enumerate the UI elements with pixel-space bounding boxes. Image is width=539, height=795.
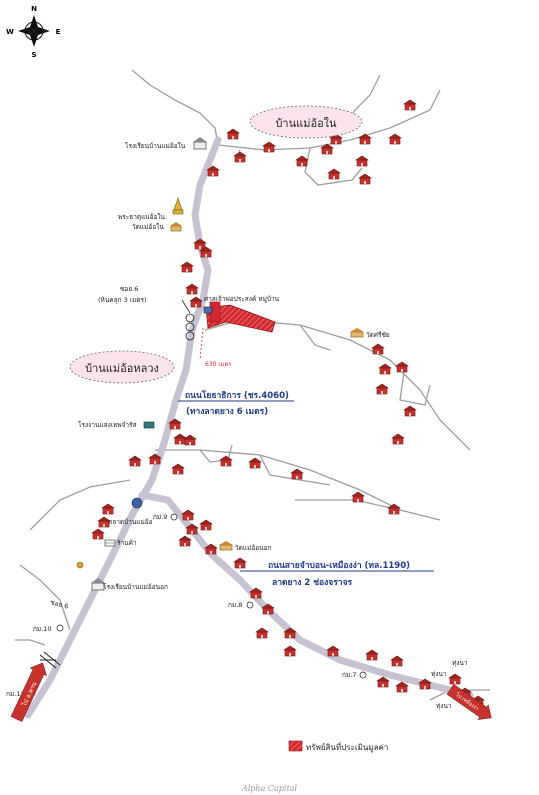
label-market: ตลาดบ้านแม่อ้อ <box>108 518 153 526</box>
house-icon <box>219 455 233 467</box>
subject-property <box>205 301 276 333</box>
house-icon <box>180 261 194 273</box>
factory-icon <box>143 421 155 429</box>
label-factory: โรงงานแสงเทพจำรัส <box>78 421 136 429</box>
road2-surface: ลาดยาง 2 ช่องจราจร <box>272 577 353 588</box>
house-icon <box>183 434 197 446</box>
road2-name: ถนนสายจำบอน-เหมืองง่า (ทล.1190) <box>268 560 410 571</box>
label-shrine: ศาลเจ้าพ่อประสงค์ หมู่บ้าน <box>204 295 280 303</box>
railway-cross-icon <box>39 651 61 669</box>
house-icon <box>171 463 185 475</box>
label-km10: กม.10 <box>33 625 52 633</box>
house-icon <box>178 535 192 547</box>
road1-surface: (ทางลาดยาง 6 เมตร) <box>186 407 268 417</box>
soi-markers <box>181 299 195 341</box>
house-icon <box>355 155 369 167</box>
house-icon <box>295 155 309 167</box>
road1-name: ถนนโยธาธิการ (ชร.4060) <box>185 390 289 401</box>
house-icon <box>371 343 385 355</box>
house-icon <box>101 503 115 515</box>
house-icon <box>351 491 365 503</box>
label-school-mae-or-nok: โรงเรียนบ้านแม่อ้อนอก <box>103 583 168 591</box>
house-icon <box>403 405 417 417</box>
village-mae-or-nai: บ้านแม่อ้อใน <box>275 117 337 130</box>
house-icon <box>388 133 402 145</box>
label-hungna-3: ทุ่งนา <box>436 702 452 710</box>
house-icon <box>391 433 405 445</box>
label-km7: กม.7 <box>342 671 356 679</box>
label-wat-mae-or-nok: วัดแม่อ้อนอก <box>235 544 272 552</box>
distance-line <box>199 327 204 361</box>
label-shop: ร้านค้า <box>117 539 137 547</box>
market-icon <box>131 497 143 509</box>
school-icon <box>193 137 207 150</box>
temple-icon <box>170 222 182 232</box>
minor-roads <box>15 69 490 701</box>
label-distance: 630 เมตร <box>205 361 232 368</box>
label-km11: กม.11 <box>6 690 25 698</box>
label-wat-mae-or-nai: วัดแม่อ้อใน <box>132 223 164 231</box>
legend-swatch <box>288 740 303 752</box>
label-wat-right: วัดศรีชัย <box>366 331 390 339</box>
shrine-icon <box>203 306 213 314</box>
arrow-to-mueang-nga: ไป เหมืองง่า <box>446 683 492 720</box>
house-icon <box>128 455 142 467</box>
label-soi6-lower: ซอย 6 <box>49 598 69 610</box>
pagoda-icon <box>172 197 184 215</box>
village-mae-or-luang: บ้านแม่อ้อหลวง <box>85 362 159 375</box>
house-icon <box>248 457 262 469</box>
compass-icon: N S E W <box>6 5 60 59</box>
house-icon <box>262 141 276 153</box>
house-icon <box>390 655 404 667</box>
house-icon <box>358 133 372 145</box>
house-icon <box>327 168 341 180</box>
house-icon <box>185 283 199 295</box>
house-icon <box>226 128 240 140</box>
house-icon <box>365 649 379 661</box>
compass-s: S <box>31 51 36 59</box>
house-icon <box>181 509 195 521</box>
label-pagoda: พระธาตุแม่อ้อใน <box>118 213 166 221</box>
house-icon <box>290 468 304 480</box>
house-icon <box>375 383 389 395</box>
house-icon <box>91 528 105 540</box>
legend: ทรัพย์สินที่ประเมินมูลค่า <box>288 740 388 753</box>
house-icon <box>283 645 297 657</box>
temple-icon-nok <box>219 541 233 551</box>
school-icon-nok <box>91 578 105 591</box>
house-icon <box>199 519 213 531</box>
compass-e: E <box>56 28 61 36</box>
main-road-yothathikan <box>24 136 222 719</box>
footer-watermark: Alpha Capital <box>241 784 298 793</box>
house-icon <box>376 676 390 688</box>
label-km8: กม.8 <box>228 601 242 609</box>
gas-icon <box>76 561 84 569</box>
legend-label: ทรัพย์สินที่ประเมินมูลค่า <box>306 741 388 753</box>
house-icon <box>395 361 409 373</box>
house-icon <box>233 557 247 569</box>
label-soi6-surface: (หินคลุก 3 เมตร) <box>98 296 147 304</box>
compass-w: W <box>6 28 14 36</box>
shop-icon <box>104 539 116 547</box>
label-km9: กม.9 <box>153 513 167 521</box>
house-icon <box>378 363 392 375</box>
house-icon <box>233 151 247 163</box>
label-soi6: ซอย.6 <box>120 285 138 293</box>
compass-n: N <box>31 5 37 13</box>
house-icon <box>448 673 462 685</box>
temple-icon-right <box>350 328 364 338</box>
house-icon <box>395 681 409 693</box>
house-icon <box>326 645 340 657</box>
house-icon <box>255 627 269 639</box>
label-hungna-2: ทุ่งนา <box>431 670 447 678</box>
house-icon <box>358 173 372 185</box>
house-icon <box>403 99 417 111</box>
village-bubble-mae-or-nai <box>249 105 363 139</box>
village-bubble-mae-or-luang <box>69 350 175 384</box>
label-school-mae-or-nai: โรงเรียนบ้านแม่อ้อใน <box>125 142 186 150</box>
label-hungna-1: ทุ่งนา <box>452 659 468 667</box>
